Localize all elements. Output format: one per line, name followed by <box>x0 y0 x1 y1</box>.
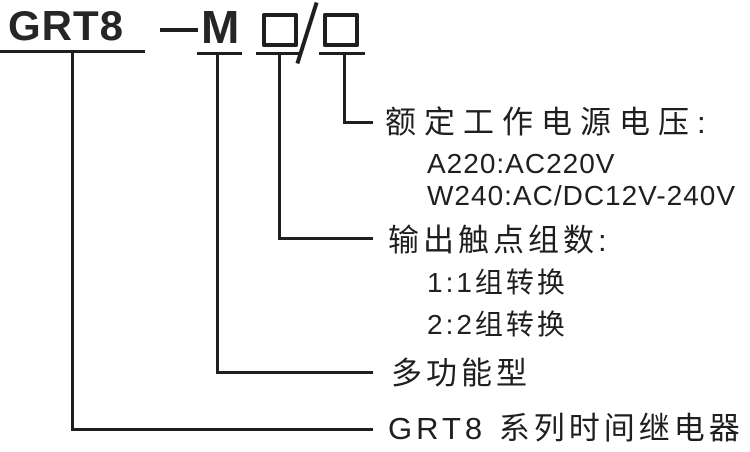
callout-voltage-title: 额定工作电源电压: <box>385 105 714 140</box>
callout-multifunction-title: 多功能型 <box>391 356 531 391</box>
callout-contacts-option-1: 1:1组转换 <box>427 267 568 298</box>
callout-contacts-title: 输出触点组数: <box>388 223 611 258</box>
connector-series-vertical <box>71 52 74 431</box>
connector-voltage-vertical <box>343 55 346 124</box>
placeholder-box-voltage-icon <box>323 13 359 47</box>
callout-series-title: GRT8 系列时间继电器 <box>388 411 744 446</box>
connector-contacts-horizontal <box>278 237 373 240</box>
underline-box1 <box>256 52 302 55</box>
underline-type <box>197 52 242 55</box>
placeholder-box-contacts-icon <box>262 13 298 47</box>
dash-separator <box>160 28 198 32</box>
connector-contacts-vertical <box>278 55 281 240</box>
connector-series-horizontal <box>71 428 373 431</box>
callout-contacts-option-2: 2:2组转换 <box>427 309 568 340</box>
model-series-text: GRT8 <box>8 2 125 49</box>
model-type-text: M <box>201 1 240 53</box>
callout-voltage-option-w240: W240:AC/DC12V-240V <box>427 180 737 211</box>
connector-type-horizontal <box>216 371 373 374</box>
underline-box2 <box>319 52 365 55</box>
connector-voltage-horizontal <box>343 121 373 124</box>
connector-type-vertical <box>216 54 219 374</box>
callout-voltage-option-a220: A220:AC220V <box>427 148 616 179</box>
underline-series <box>0 50 145 53</box>
